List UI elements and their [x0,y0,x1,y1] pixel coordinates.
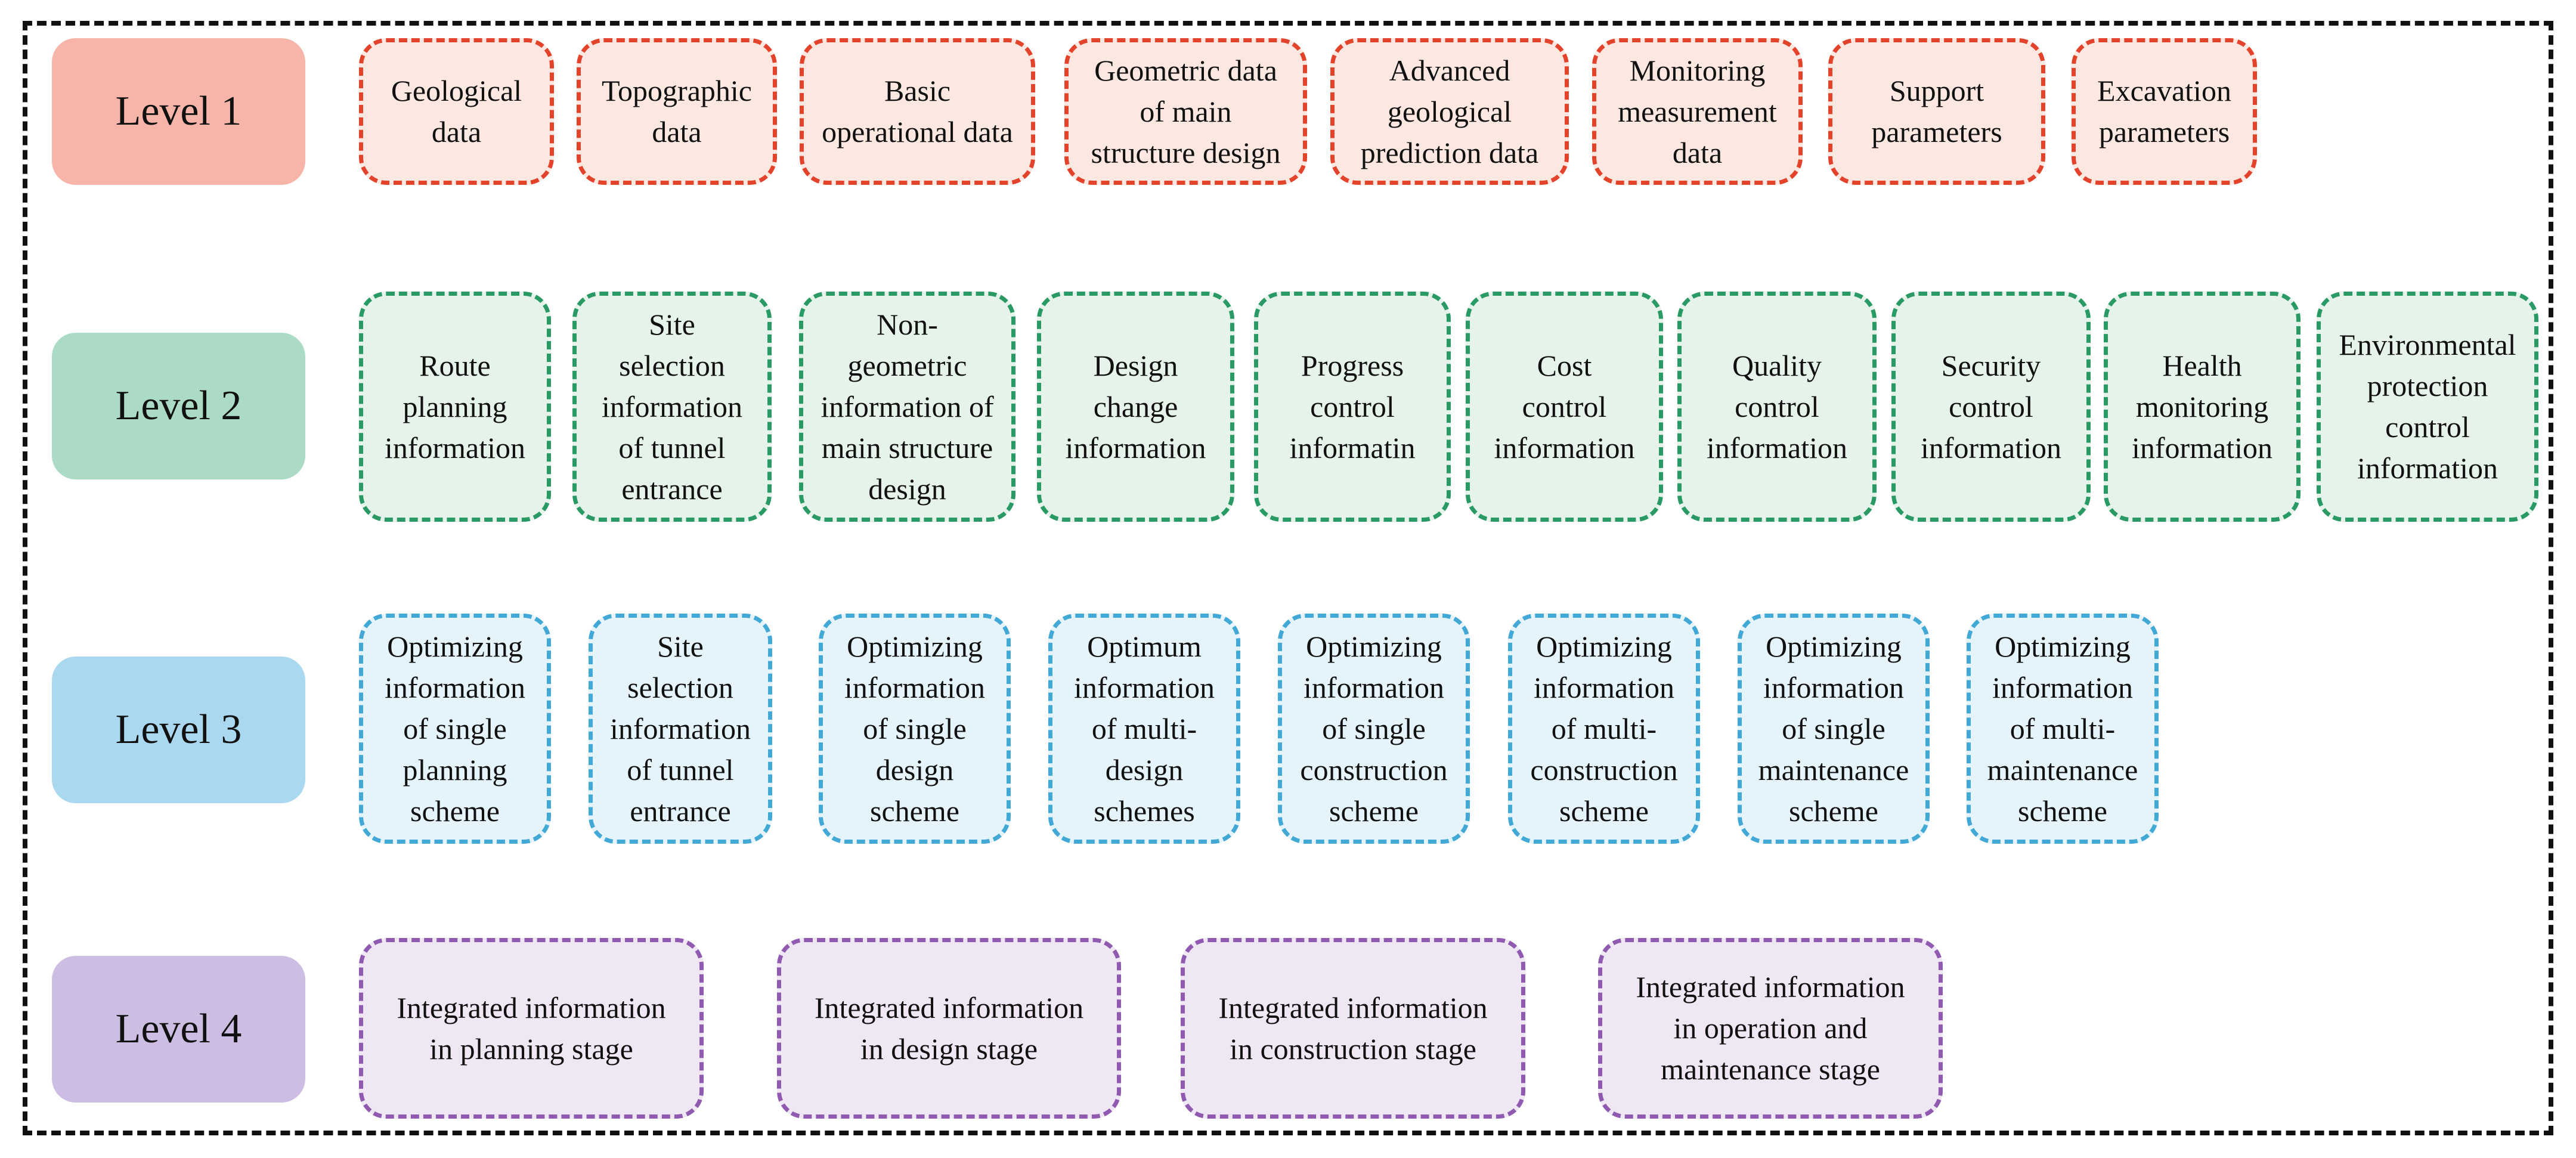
level-2-box: Health monitoring information [2104,292,2301,522]
level-3-label: Level 3 [52,657,305,803]
level-2-box: Quality control information [1677,292,1877,522]
level-3-box: Optimizing information of multi- mainten… [1967,614,2159,844]
level-2-box: Security control information [1891,292,2091,522]
level-1-box: Monitoring measurement data [1592,38,1803,185]
outer-frame [23,21,2553,1135]
level-1-box: Topographic data [577,38,777,185]
level-3-box: Optimizing information of single mainten… [1738,614,1930,844]
level-2-box: Design change information [1037,292,1234,522]
level-3-box: Optimizing information of multi- constru… [1508,614,1700,844]
level-4-box: Integrated information in operation and … [1598,938,1943,1119]
level-3-box: Optimum information of multi- design sch… [1048,614,1240,844]
level-2-box: Route planning information [359,292,551,522]
level-2-box: Non- geometric information of main struc… [799,292,1015,522]
level-1-box: Geological data [359,38,554,185]
level-1-box: Excavation parameters [2072,38,2257,185]
level-2-label: Level 2 [52,333,305,479]
level-3-box: Site selection information of tunnel ent… [589,614,772,844]
level-4-box: Integrated information in construction s… [1181,938,1525,1119]
level-1-box: Advanced geological prediction data [1330,38,1569,185]
level-4-box: Integrated information in design stage [777,938,1121,1119]
level-4-box: Integrated information in planning stage [359,938,704,1119]
level-2-box: Progress control informatin [1254,292,1451,522]
level-2-box: Environmental protection control informa… [2317,292,2538,522]
level-1-box: Support parameters [1828,38,2045,185]
level-1-box: Geometric data of main structure design [1064,38,1307,185]
level-2-box: Site selection information of tunnel ent… [572,292,772,522]
level-3-box: Optimizing information of single plannin… [359,614,551,844]
level-3-box: Optimizing information of single constru… [1278,614,1470,844]
level-2-box: Cost control information [1466,292,1663,522]
level-3-box: Optimizing information of single design … [819,614,1011,844]
level-1-box: Basic operational data [800,38,1035,185]
level-1-label: Level 1 [52,38,305,185]
level-4-label: Level 4 [52,956,305,1103]
